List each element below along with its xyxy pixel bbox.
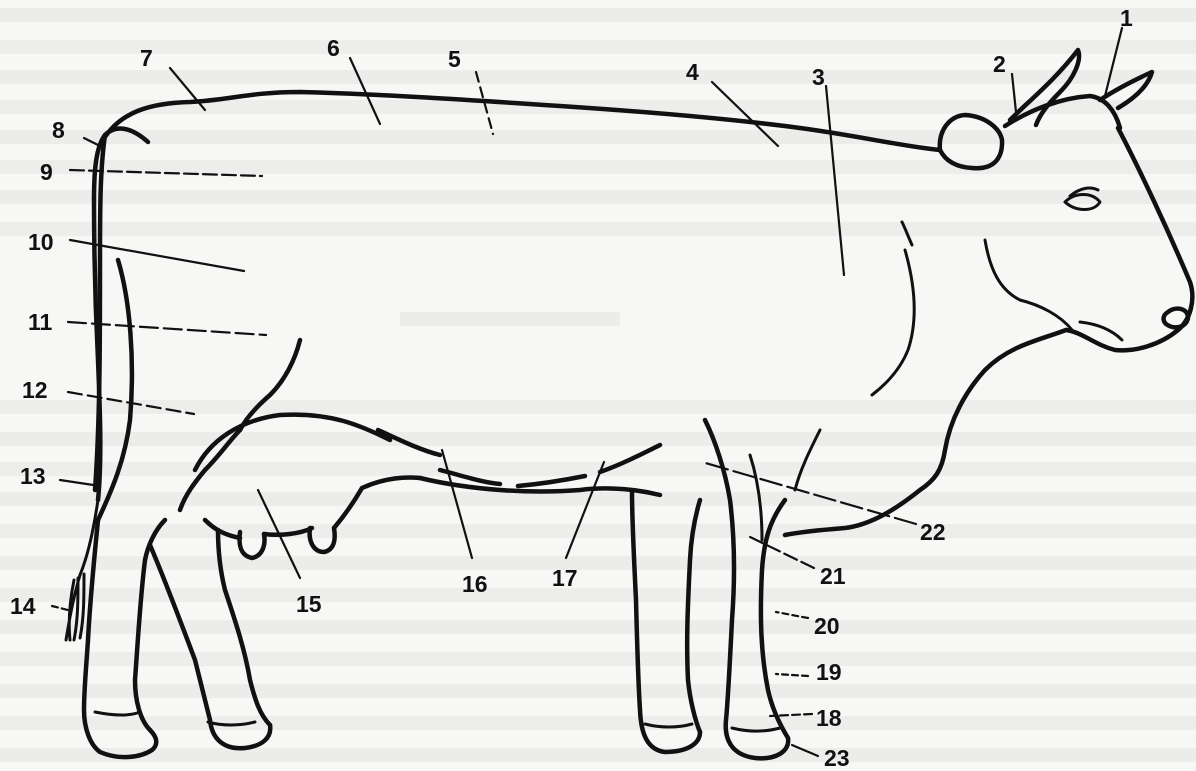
- label-3: 3: [812, 64, 825, 90]
- label-5: 5: [448, 46, 461, 72]
- label-10: 10: [28, 229, 54, 255]
- label-1: 1: [1120, 5, 1133, 31]
- label-12: 12: [22, 377, 48, 403]
- label-22: 22: [920, 519, 946, 545]
- label-11: 11: [28, 309, 53, 335]
- label-23: 23: [824, 745, 850, 771]
- label-21: 21: [820, 563, 846, 589]
- label-13: 13: [20, 463, 46, 489]
- label-17: 17: [552, 565, 578, 591]
- label-20: 20: [814, 613, 840, 639]
- label-15: 15: [296, 591, 322, 617]
- label-2: 2: [993, 51, 1006, 77]
- label-6: 6: [327, 35, 340, 61]
- label-16: 16: [462, 571, 488, 597]
- label-8: 8: [52, 117, 65, 143]
- label-18: 18: [816, 705, 842, 731]
- label-7: 7: [140, 45, 153, 71]
- label-9: 9: [40, 159, 53, 185]
- label-19: 19: [816, 659, 842, 685]
- label-14: 14: [10, 593, 36, 619]
- label-4: 4: [686, 59, 699, 85]
